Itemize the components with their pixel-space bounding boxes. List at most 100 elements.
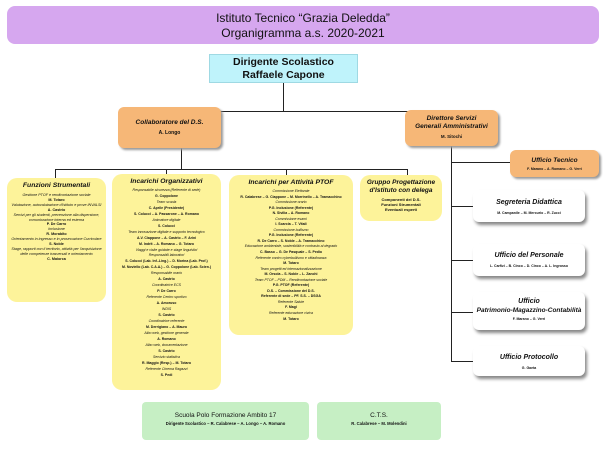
funzioni-strumentali-box: Funzioni Strumentali Gestione PTOF e ren…: [7, 178, 106, 302]
list-item: S. Pedi: [160, 372, 173, 377]
list-item: M. Noviello (Lab. C.A.A.) – G. Coppolone…: [121, 265, 212, 270]
list-item: Commissione Elettorale: [272, 189, 310, 193]
list-item: P. De Carro: [157, 289, 176, 294]
cts-title: C.T.S.: [370, 412, 388, 419]
list-item: Commissione bullismo: [273, 227, 309, 232]
list-item: C. Aprile (Presidente): [148, 205, 185, 210]
list-item: Valutazione, autovalutazione d'Istituto …: [11, 202, 102, 207]
connector-middle-horizontal: [55, 169, 408, 170]
connector-top-horizontal: [181, 111, 452, 112]
list-item: Componenti del D.S.: [381, 197, 421, 202]
dirigente-name: Raffaele Capone: [242, 69, 325, 81]
scuola-polo-box: Scuola Polo Formazione Ambito 17 Dirigen…: [142, 402, 309, 440]
list-item: Referente Cinema Ragazzi: [145, 366, 188, 371]
segreteria-didattica-names: M. Campanile – M. Mercurio – R. Zucci: [497, 211, 561, 215]
connector-collaboratore-down: [181, 148, 182, 170]
dirigente-box: Dirigente Scolastico Raffaele Capone: [209, 54, 358, 83]
list-item: R. Calabrese – G. Ciappone – M. Morrinel…: [240, 194, 342, 199]
incarichi-organizzativi-list: Responsabile sicurezza (Referente di sed…: [115, 188, 218, 379]
ufficio-personale-names: L. Carfizi – B. Cinco – D. Cinco – A. L.…: [489, 264, 569, 268]
gruppo-progettazione-title-line2: d'Istituto con delega: [369, 187, 433, 194]
list-item: Referente Centro sportivo: [146, 295, 187, 300]
segreteria-didattica-box: Segreteria Didattica M. Campanile – M. M…: [473, 190, 585, 222]
list-item: N. Sivilia – A. Romano: [272, 211, 310, 216]
list-item: Servizio statistica: [152, 354, 181, 359]
list-item: Orientamento in ingresso e in prosecuzio…: [11, 237, 102, 242]
gruppo-progettazione-title-line1: Gruppo Progettazione: [366, 179, 436, 186]
dirigente-role: Dirigente Scolastico: [233, 56, 334, 68]
list-item: M. Orsola – S. Noble – L. Zanchi: [264, 272, 318, 277]
list-item: INDIS: [161, 307, 172, 312]
list-item: A. Castrio: [158, 277, 175, 282]
list-item: F. Magi: [285, 305, 297, 310]
list-item: Servizi per gli studenti, prevenzione al…: [13, 212, 100, 222]
list-item: I. Scarcia – T. Vitali: [275, 222, 307, 227]
list-item: A. Romano: [157, 336, 176, 341]
list-item: S. Colucci – A. Passarone – A. Romano: [133, 211, 200, 216]
segreteria-didattica-title: Segreteria Didattica: [496, 199, 562, 206]
list-item: Referente di sede – PF. S.S. – DSGA: [261, 294, 321, 299]
list-item: G. Coppolone: [155, 193, 178, 198]
list-item: P.G. PTOF (Referente): [272, 283, 310, 288]
ufficio-patrimonio-box: Ufficio Patrimonio-Magazzino-Contabilità…: [473, 292, 585, 330]
ufficio-tecnico-names: F. Marano – A. Romano – G. Verri: [527, 167, 582, 171]
incarichi-ptof-box: Incarichi per Attività PTOF Commissione …: [229, 175, 353, 335]
list-item: C. Basso – G. De Pasquale – S. Pedio: [259, 250, 323, 255]
list-item: A. Castrio: [47, 207, 66, 212]
ufficio-personale-box: Ufficio del Personale L. Carfizi – B. Ci…: [473, 244, 585, 276]
connector-to-segreteria: [451, 206, 473, 207]
incarichi-organizzativi-box: Incarichi Organizzativi Responsabile sic…: [112, 174, 221, 390]
list-item: Referente Salute: [277, 299, 305, 304]
list-item: C. Maiorca: [47, 256, 66, 261]
connector-to-incarichi-org: [166, 169, 167, 174]
connector-to-protocollo: [451, 361, 473, 362]
dsga-box: Direttore Servizi Generali Amministrativ…: [405, 110, 498, 146]
connector-dirigente-down: [283, 83, 284, 112]
list-item: D.S. – Commissione del D.S.: [267, 288, 315, 293]
list-item: Team progetti ed internazionalizzazione: [260, 266, 322, 271]
ufficio-protocollo-title: Ufficio Protocollo: [499, 354, 559, 361]
list-item: Stage, rapporti con il territorio, attiv…: [11, 246, 102, 256]
cts-box: C.T.S. R. Calabrese – M. Molendini: [317, 402, 441, 440]
list-item: Commissione esami: [275, 216, 307, 221]
connector-to-personale: [451, 260, 473, 261]
collaboratore-title: Collaboratore del D.S.: [135, 119, 204, 126]
connector-to-incarichi-ptof: [286, 169, 287, 175]
organigram-year: Organigramma a.s. 2020-2021: [221, 26, 385, 40]
incarichi-organizzativi-title: Incarichi Organizzativi: [130, 178, 203, 185]
list-item: M. Totaro: [283, 316, 299, 321]
list-item: S. Castrio: [158, 348, 175, 353]
page-header: Istituto Tecnico “Grazia Deledda” Organi…: [7, 6, 599, 44]
collaboratore-box: Collaboratore del D.S. A. Longo: [118, 107, 221, 148]
list-item: Funzioni Strumentali: [381, 202, 421, 207]
list-item: Responsabile orario: [150, 271, 183, 276]
ufficio-personale-title: Ufficio del Personale: [494, 252, 564, 259]
list-item: S. Castrio: [158, 313, 175, 318]
dsga-name: M. Sitochi: [440, 134, 463, 139]
ufficio-patrimonio-names: F. Marano – G. Verri: [512, 317, 546, 321]
list-item: Team scuola: [156, 199, 177, 204]
ufficio-protocollo-names: G. Gaeta: [521, 366, 537, 370]
ufficio-patrimonio-title-line1: Ufficio: [518, 298, 540, 305]
collaboratore-name: A. Longo: [158, 130, 181, 136]
list-item: Team PTOF – PDM – Rendicontazione social…: [254, 277, 328, 282]
ufficio-protocollo-box: Ufficio Protocollo G. Gaeta: [473, 346, 585, 376]
list-item: Coordinatrice ECS: [152, 283, 181, 288]
list-item: P. De Carro: [46, 222, 67, 227]
gruppo-progettazione-box: Gruppo Progettazione d'Istituto con dele…: [360, 175, 442, 221]
dsga-title-line2: Generali Amministrativi: [415, 123, 488, 130]
list-item: Inclusione: [48, 227, 65, 232]
scuola-polo-names: Dirigente Scolastico – R. Calabrese – A.…: [165, 421, 286, 426]
connector-to-ufficio-tecnico: [451, 162, 511, 163]
connector-to-funzioni: [55, 169, 56, 178]
list-item: Team innovazione digitale e supporto tec…: [128, 229, 205, 234]
list-item: Albo web, gestione generale: [144, 330, 189, 335]
list-item: Albo web, documentazione: [145, 342, 188, 347]
connector-to-gruppo: [407, 169, 408, 175]
list-item: Commissione orario: [275, 200, 307, 205]
ufficio-tecnico-title: Ufficio Tecnico: [531, 157, 578, 164]
list-item: Responsabili laboratori: [148, 253, 185, 258]
